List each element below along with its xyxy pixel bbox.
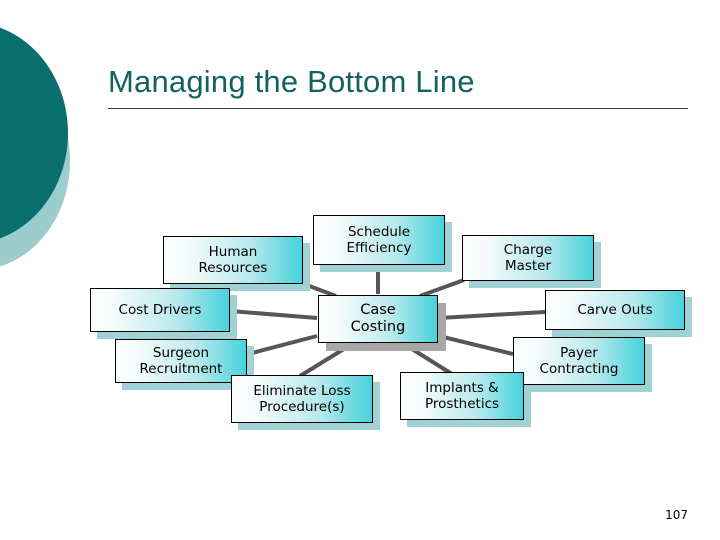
diagram-node-cost-drivers[interactable]: Cost Drivers — [90, 288, 230, 332]
node-label: Eliminate Loss Procedure(s) — [253, 383, 351, 415]
page-number: 107 — [665, 508, 688, 522]
title-divider — [108, 108, 688, 109]
page-title: Managing the Bottom Line — [108, 64, 475, 99]
diagram-node-human-resources[interactable]: Human Resources — [163, 236, 303, 284]
node-label: Surgeon Recruitment — [139, 345, 223, 377]
node-label: Charge Master — [503, 242, 553, 274]
diagram-node-schedule-efficiency[interactable]: Schedule Efficiency — [313, 215, 445, 265]
diagram-node-case-costing[interactable]: Case Costing — [318, 295, 438, 343]
connector-carve-outs — [438, 310, 546, 320]
connector-payer-contracting — [438, 334, 514, 356]
node-label: Carve Outs — [577, 302, 653, 318]
node-label: Implants & Prosthetics — [424, 380, 500, 412]
diagram-node-eliminate-loss[interactable]: Eliminate Loss Procedure(s) — [231, 375, 373, 423]
node-label: Schedule Efficiency — [346, 224, 412, 256]
node-label: Payer Contracting — [539, 345, 619, 377]
node-label: Human Resources — [198, 244, 268, 276]
diagram-node-surgeon-recruitment[interactable]: Surgeon Recruitment — [115, 339, 247, 383]
diagram-node-carve-outs[interactable]: Carve Outs — [545, 290, 685, 330]
diagram-node-payer-contracting[interactable]: Payer Contracting — [513, 337, 645, 385]
node-label: Case Costing — [350, 302, 406, 335]
connector-charge-master — [419, 278, 465, 298]
diagram-node-implants-prosthetics[interactable]: Implants & Prosthetics — [400, 372, 524, 420]
title-block: Managing the Bottom Line — [108, 62, 688, 109]
connector-cost-drivers — [229, 309, 318, 320]
diagram-node-charge-master[interactable]: Charge Master — [462, 235, 594, 281]
connector-surgeon-recruitment — [247, 334, 318, 356]
node-label: Cost Drivers — [118, 302, 202, 318]
